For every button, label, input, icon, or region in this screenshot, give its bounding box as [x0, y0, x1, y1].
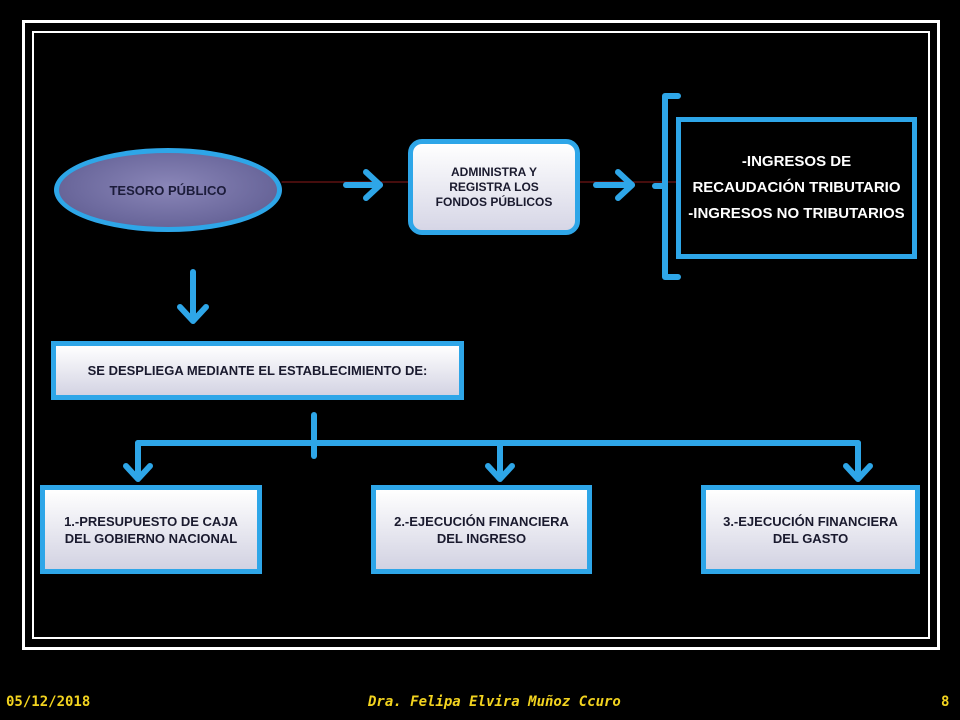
node-presupuesto-label: 1.-PRESUPUESTO DE CAJA DEL GOBIERNO NACI… [64, 513, 238, 546]
arrow-down-4 [843, 440, 873, 482]
arrow-right-2 [593, 169, 635, 201]
arrow-down-2 [123, 440, 153, 482]
node-ingresos: -INGRESOS DE RECAUDACIÓN TRIBUTARIO -ING… [676, 117, 917, 259]
node-se-despliega: SE DESPLIEGA MEDIANTE EL ESTABLECIMIENTO… [51, 341, 464, 400]
slide-outer-frame [22, 20, 940, 650]
arrow-down-1 [177, 269, 209, 324]
ingresos-tributario-label: -INGRESOS DE RECAUDACIÓN TRIBUTARIO [692, 153, 901, 196]
arrow-right-1 [343, 169, 383, 201]
node-ejecucion-ingreso: 2.-EJECUCIÓN FINANCIERA DEL INGRESO [371, 485, 592, 574]
node-despliega-label: SE DESPLIEGA MEDIANTE EL ESTABLECIMIENTO… [87, 363, 428, 378]
node-administra-label: ADMINISTRA Y REGISTRA LOS FONDOS PÚBLICO… [435, 164, 553, 209]
node-tesoro-publico: TESORO PÚBLICO [54, 148, 282, 232]
node-presupuesto-caja: 1.-PRESUPUESTO DE CAJA DEL GOBIERNO NACI… [40, 485, 262, 574]
footer-date: 05/12/2018 [6, 694, 91, 710]
bracket-icon [652, 93, 681, 280]
footer-author: Dra. Felipa Elvira Muñoz Ccuro [368, 694, 621, 710]
node-administra-fondos: ADMINISTRA Y REGISTRA LOS FONDOS PÚBLICO… [408, 139, 580, 235]
node-ejec-gasto-label: 3.-EJECUCIÓN FINANCIERA DEL GASTO [723, 513, 898, 546]
slide-inner-frame [32, 31, 930, 639]
node-ejec-ingreso-label: 2.-EJECUCIÓN FINANCIERA DEL INGRESO [394, 513, 569, 546]
node-ejecucion-gasto: 3.-EJECUCIÓN FINANCIERA DEL GASTO [701, 485, 920, 574]
arrow-down-3 [485, 440, 515, 482]
footer-page-number: 8 [941, 694, 950, 710]
ingresos-no-tributario-label: -INGRESOS NO TRIBUTARIOS [688, 205, 905, 222]
node-tesoro-label: TESORO PÚBLICO [109, 182, 227, 198]
